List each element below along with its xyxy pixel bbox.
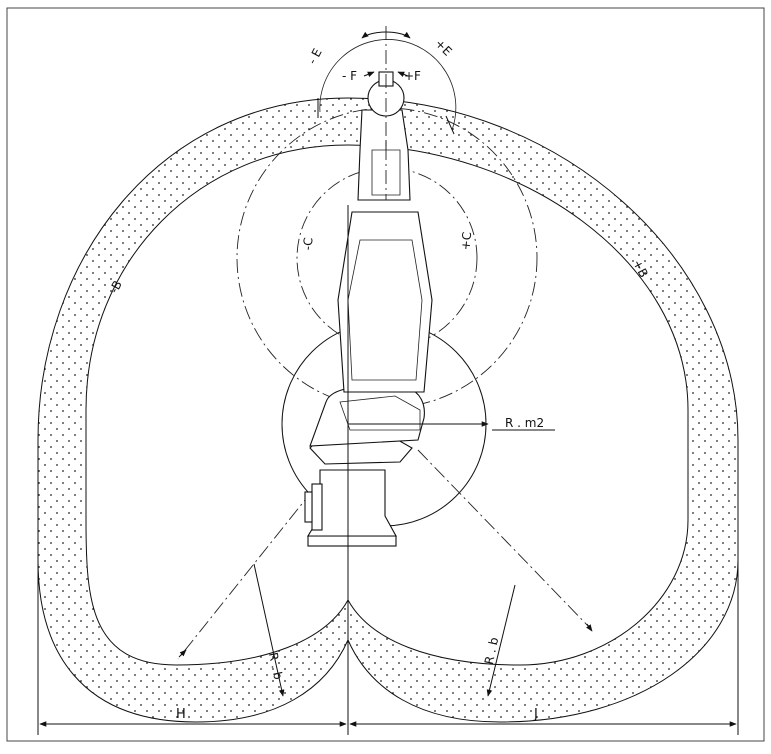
label-minus-e: - E xyxy=(305,46,325,66)
radius-b-right-arrow xyxy=(486,584,516,697)
c-axis-inner-arc xyxy=(296,167,478,349)
label-dim-h: H xyxy=(176,707,186,722)
outer-reach-envelope xyxy=(37,97,739,723)
robot-arm-drawing xyxy=(304,71,433,547)
label-plus-e: +E xyxy=(432,36,454,58)
f-axis-rotation-arrow xyxy=(361,31,411,39)
radius-b-right-line xyxy=(417,449,591,629)
label-plus-c: +C xyxy=(458,231,474,251)
label-radius-b-left: R . b xyxy=(266,651,285,681)
label-radius-b-right: R . b xyxy=(482,636,501,666)
label-radius-m2: R . m2 xyxy=(505,416,544,430)
e-axis-arc xyxy=(319,39,457,131)
label-minus-c: -C xyxy=(300,237,315,251)
label-minus-b: -B xyxy=(107,278,125,295)
page-frame xyxy=(6,7,765,742)
label-plus-f: +F xyxy=(404,69,421,83)
reach-area-hatch xyxy=(38,98,738,722)
radius-b-left-line xyxy=(177,489,314,660)
radius-b-left-arrow xyxy=(253,563,285,697)
label-minus-f: - F xyxy=(342,69,357,83)
label-dim-j: J xyxy=(533,707,538,722)
